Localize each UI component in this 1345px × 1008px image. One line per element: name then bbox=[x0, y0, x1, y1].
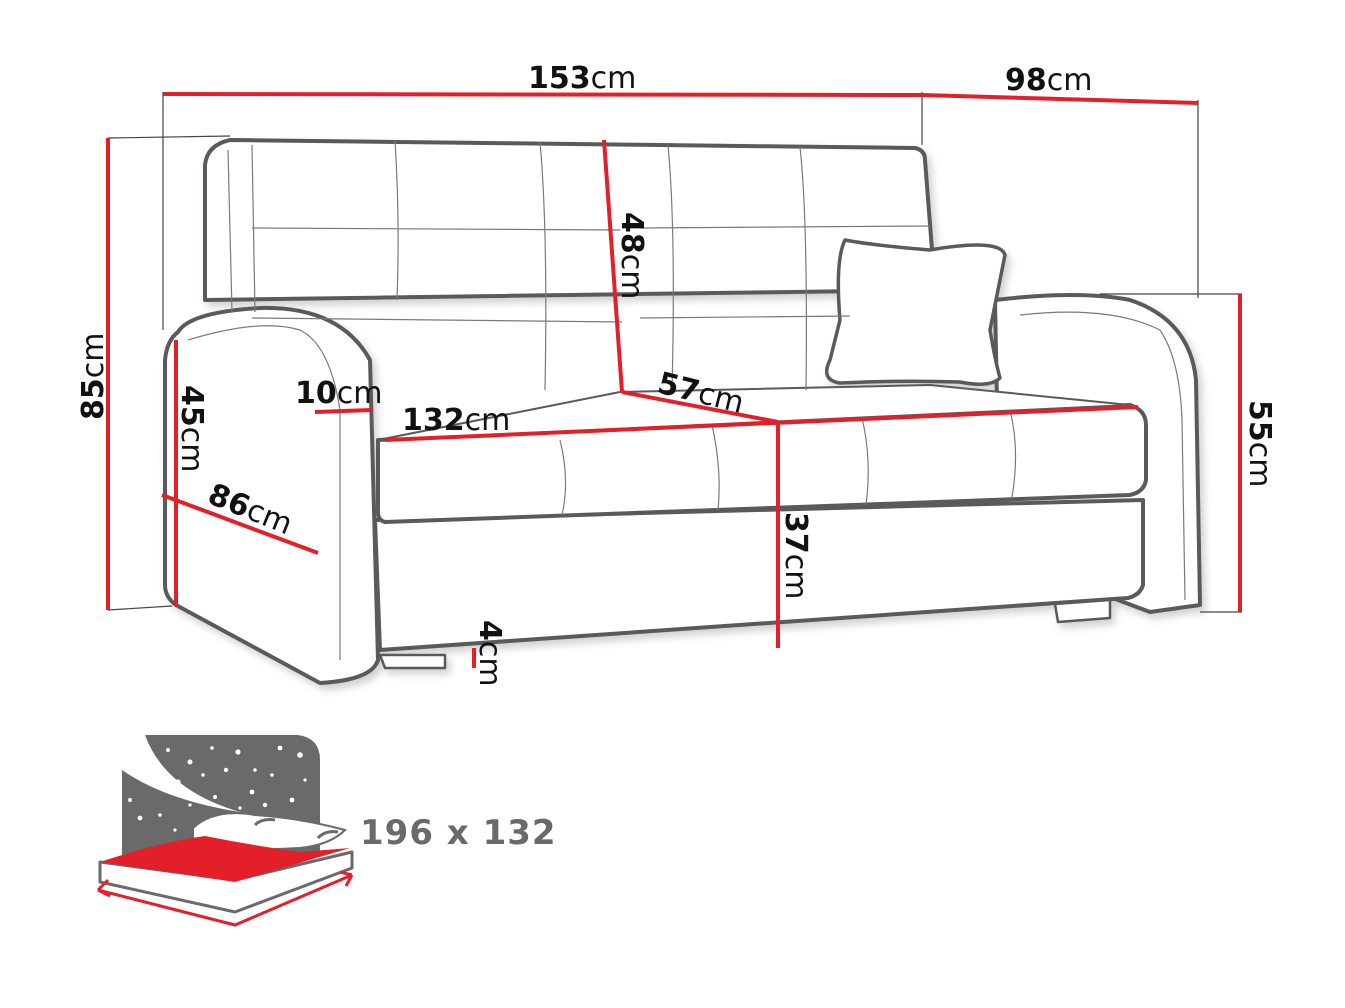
sofa-base bbox=[373, 498, 1145, 652]
label-total-depth: 98cm bbox=[1005, 63, 1092, 98]
sleeping-area-size: 196 x 132 bbox=[360, 813, 557, 853]
label-total-height: 85cm bbox=[76, 333, 111, 420]
dim-line-total-width bbox=[162, 92, 923, 97]
label-total-width: 153cm bbox=[528, 61, 636, 96]
sofa-foot-right bbox=[1053, 598, 1112, 624]
sofa-pillow bbox=[824, 238, 1007, 386]
label-leg-height: 4cm bbox=[472, 620, 507, 687]
label-armrest-height: 55cm bbox=[1242, 400, 1277, 487]
sofa-backrest bbox=[203, 138, 934, 302]
label-seat-width: 132cm bbox=[402, 403, 510, 438]
dim-line-seat-depth bbox=[621, 390, 779, 424]
dimension-labels: 153cm 98cm 85cm 55cm 48cm 57cm 132cm 10c… bbox=[76, 61, 1277, 687]
sofa-foot-left bbox=[378, 653, 447, 670]
dimension-lines bbox=[106, 92, 1242, 668]
sofa-illustration bbox=[163, 138, 1202, 685]
sofa-left-armrest bbox=[163, 305, 380, 685]
label-backrest-height: 48cm bbox=[614, 212, 649, 299]
sofa-tufting-lines bbox=[187, 139, 1186, 660]
stars bbox=[128, 745, 307, 832]
sofa-seat-cushion bbox=[375, 403, 1148, 524]
dim-line-armrest-width bbox=[314, 408, 373, 414]
label-seat-height: 37cm bbox=[778, 512, 813, 599]
dim-line-seat-width bbox=[384, 405, 1139, 442]
dim-line-armrest-depth bbox=[161, 493, 319, 555]
bed-with-stars-icon bbox=[96, 735, 354, 927]
dim-line-total-depth bbox=[921, 93, 1199, 105]
extension-lines bbox=[107, 92, 1242, 613]
dim-line-backrest-height bbox=[602, 139, 624, 393]
label-armrest-side-height: 45cm bbox=[174, 385, 209, 472]
label-armrest-width: 10cm bbox=[295, 376, 382, 411]
